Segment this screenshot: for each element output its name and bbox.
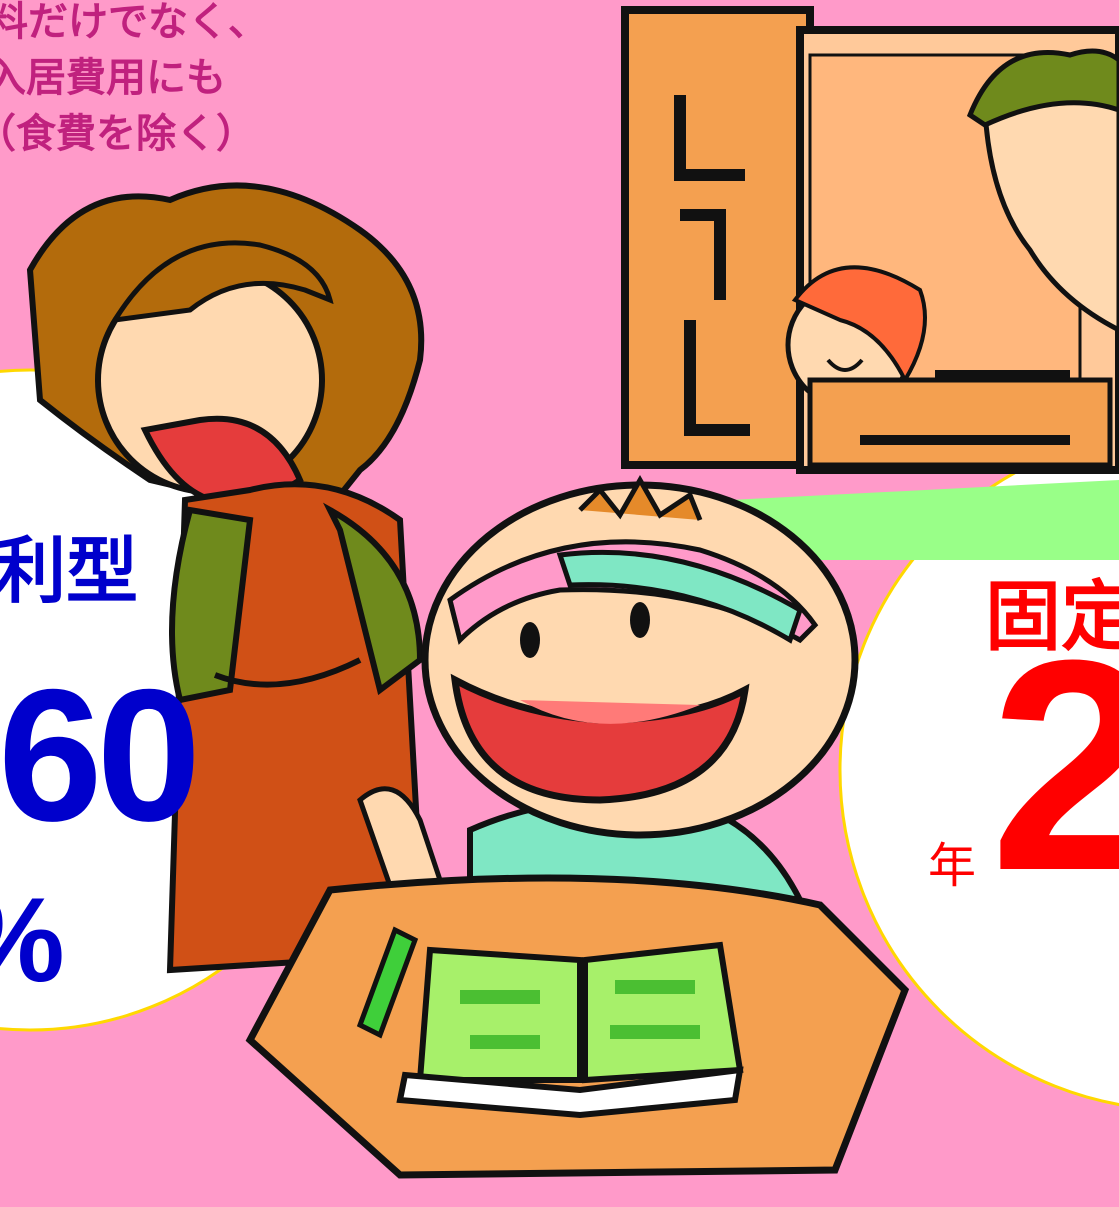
- headline-line-1: 料だけでなく、: [0, 0, 268, 45]
- headline-line-2: 入居費用にも: [0, 55, 226, 101]
- mother-figure: [26, 182, 425, 974]
- left-rate-type-label: 利型: [0, 532, 139, 612]
- right-rate-prefix: 年: [928, 838, 977, 894]
- window-scene: [621, 6, 1119, 560]
- left-rate-unit: %: [0, 880, 65, 1000]
- desk-and-book: [245, 874, 910, 1179]
- headline-line-3: （食費を除く）: [0, 111, 256, 157]
- right-rate-value: 2: [990, 597, 1119, 933]
- right-rate-type-label: 固定: [985, 575, 1119, 660]
- right-rate-circle: [838, 434, 1119, 1106]
- left-rate-value: 60: [0, 650, 201, 860]
- headline: 料だけでなく、 入居費用にも （食費を除く）: [0, 0, 268, 162]
